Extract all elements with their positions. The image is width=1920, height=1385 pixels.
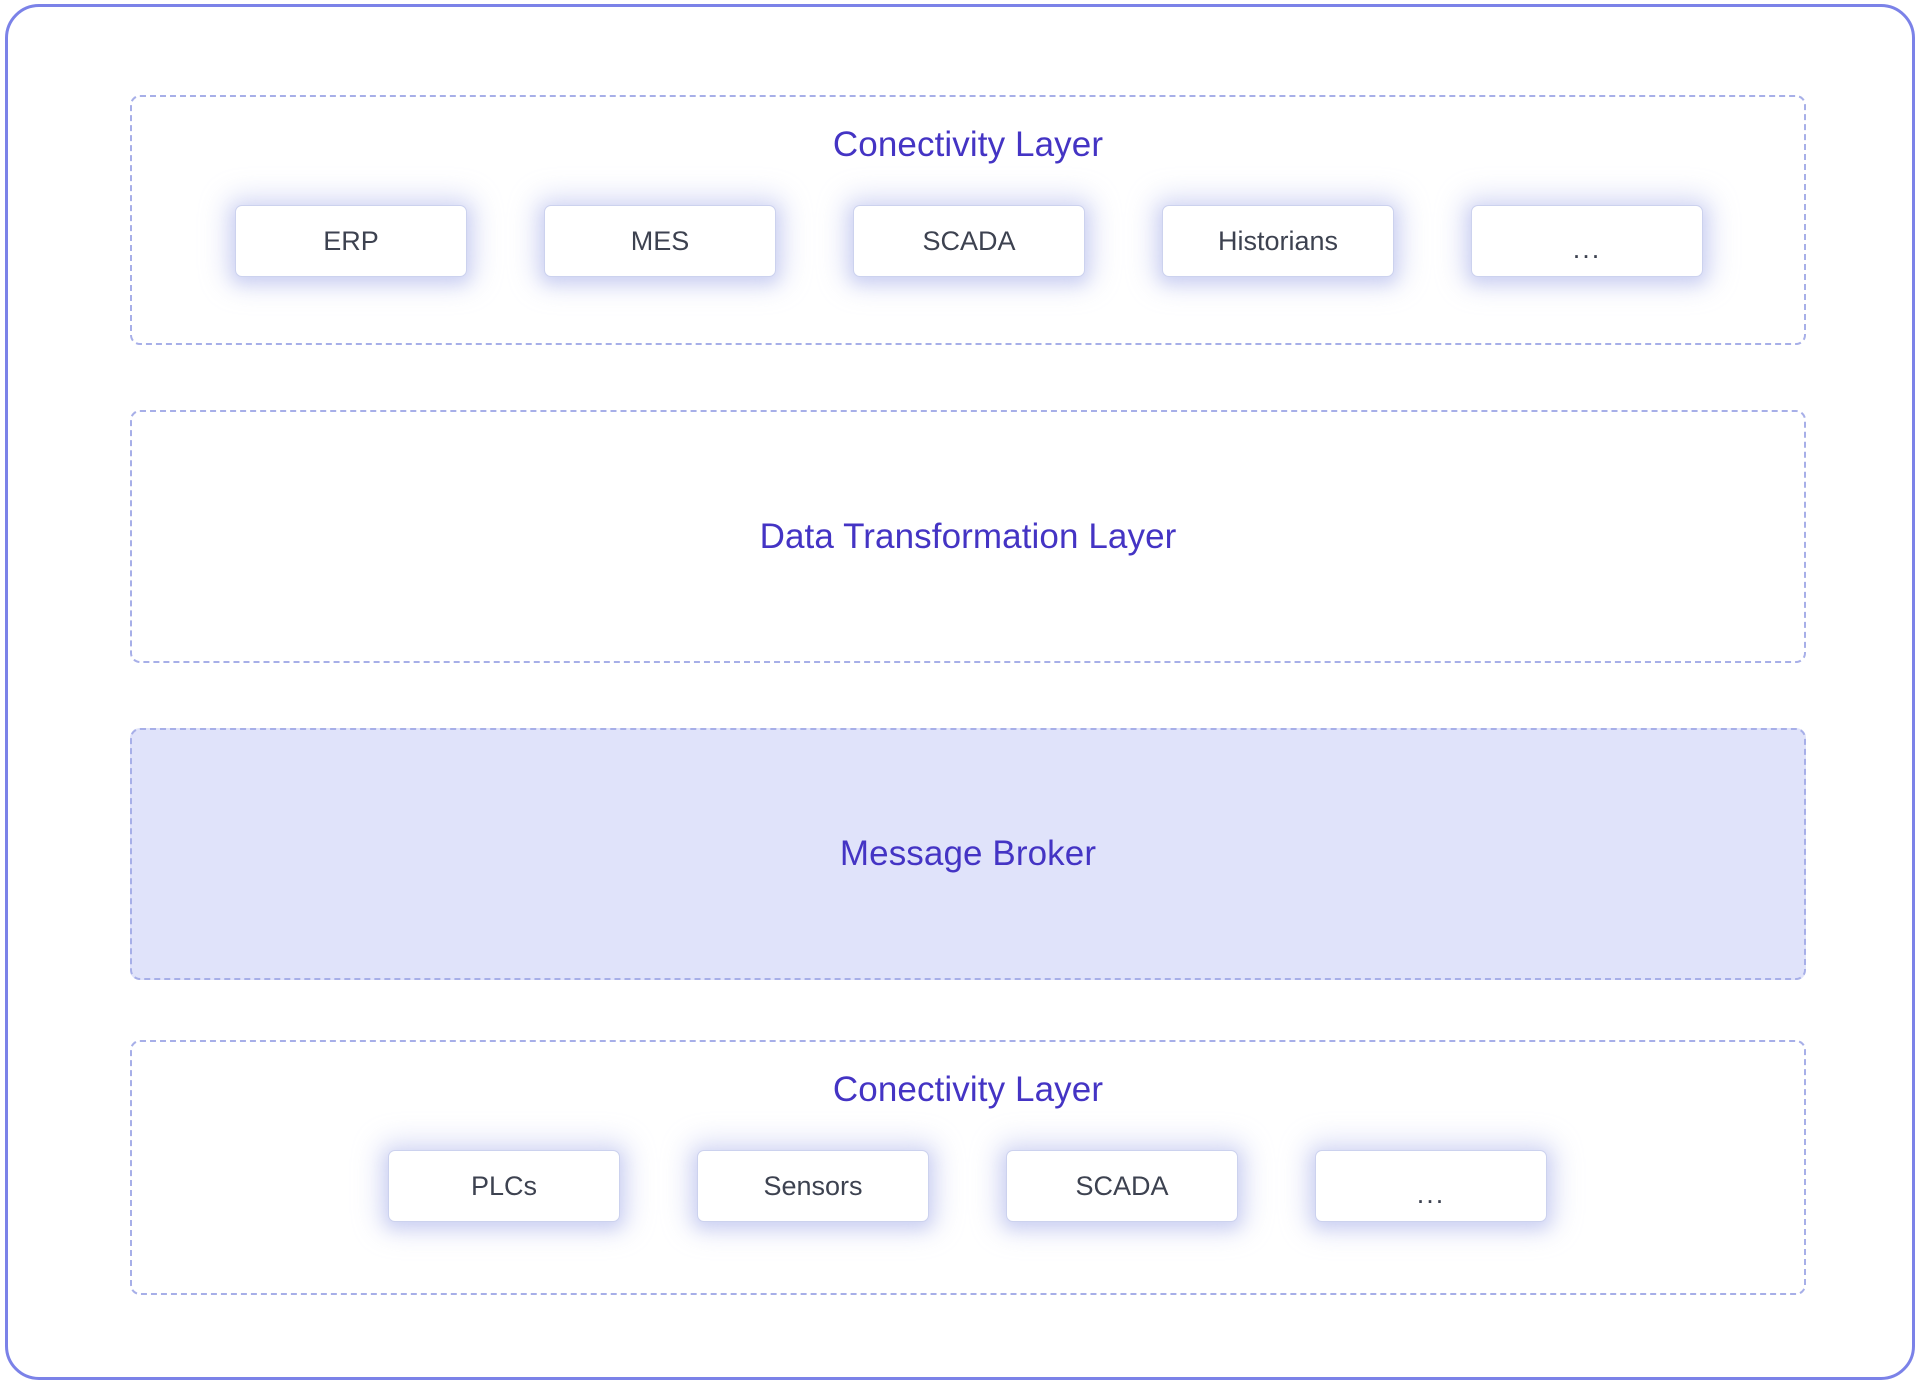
layer-connectivity-top: Conectivity Layer xyxy=(130,95,1806,345)
node-label-mes: MES xyxy=(630,225,690,256)
node-label-erp: ERP xyxy=(323,225,379,256)
node-box-sensors[interactable]: Sensors xyxy=(697,1150,929,1222)
layer-title-connectivity-bottom: Conectivity Layer xyxy=(832,1070,1104,1109)
node-label-plcs: PLCs xyxy=(470,1170,538,1201)
node-box-plcs[interactable]: PLCs xyxy=(388,1150,620,1222)
layer-connectivity-bottom: Conectivity Layer xyxy=(130,1040,1806,1295)
node-label-more-bottom: ... xyxy=(1416,1178,1446,1209)
node-label-historians: Historians xyxy=(1217,225,1339,256)
layer-message-broker: Message Broker xyxy=(130,728,1806,980)
node-row-connectivity-bottom: PLCs Sensors SCADA ... xyxy=(388,1150,1547,1222)
node-label-sensors: Sensors xyxy=(763,1170,863,1201)
layer-data-transformation: Data Transformation Layer xyxy=(130,410,1806,663)
node-box-more-top[interactable]: ... xyxy=(1471,205,1703,277)
layer-title-message-broker: Message Broker xyxy=(839,834,1097,873)
node-label-scada-top: SCADA xyxy=(922,225,1016,256)
node-label-more-top: ... xyxy=(1572,233,1602,264)
node-box-scada-top[interactable]: SCADA xyxy=(853,205,1085,277)
node-row-connectivity-top: ERP MES SCADA Historians ... xyxy=(235,205,1703,277)
layer-title-data-transformation: Data Transformation Layer xyxy=(759,516,1177,556)
node-box-historians[interactable]: Historians xyxy=(1162,205,1394,277)
node-box-scada-bottom[interactable]: SCADA xyxy=(1006,1150,1238,1222)
layer-title-connectivity-top: Conectivity Layer xyxy=(832,125,1104,164)
node-box-more-bottom[interactable]: ... xyxy=(1315,1150,1547,1222)
node-box-erp[interactable]: ERP xyxy=(235,205,467,277)
node-box-mes[interactable]: MES xyxy=(544,205,776,277)
node-label-scada-bottom: SCADA xyxy=(1075,1170,1169,1201)
